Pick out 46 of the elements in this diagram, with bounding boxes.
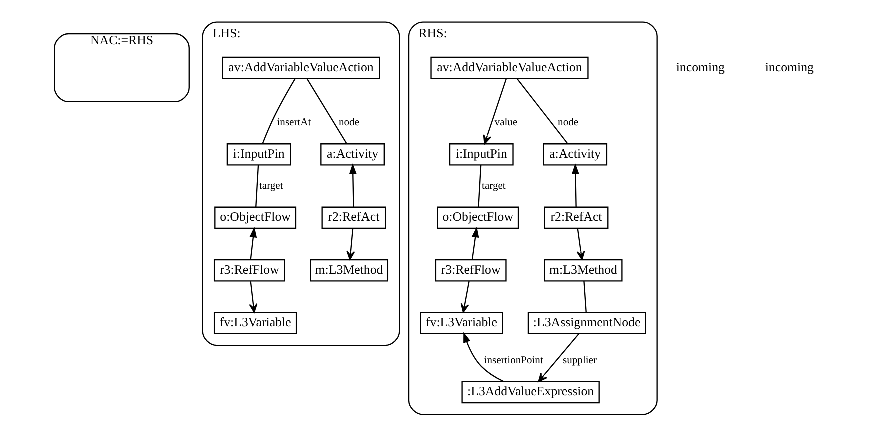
arrow [460, 281, 470, 314]
arrow [464, 332, 504, 382]
connector [306, 78, 348, 144]
arrow [250, 227, 258, 260]
node-box: i:InputPin [449, 144, 514, 166]
node-box: r3:RefFlow [214, 260, 286, 282]
node-box: av:AddVariableValueAction [222, 56, 380, 80]
arrow [572, 164, 580, 208]
node-box: a:Activity [543, 144, 608, 166]
label: incoming [676, 60, 725, 74]
label: incoming [765, 60, 814, 74]
edge-label: target [482, 180, 506, 192]
edge-label: node [558, 118, 579, 129]
node-box: NAC:=RHS [54, 33, 190, 103]
node-box: m:L3Method [544, 260, 623, 282]
edge-label: supplier [563, 355, 597, 366]
edge-label: node [339, 118, 360, 129]
arrow [349, 164, 357, 208]
connector [256, 165, 260, 208]
arrow [472, 227, 480, 260]
arrow [538, 334, 580, 382]
node-box: o:ObjectFlow [214, 206, 297, 230]
node-box: o:ObjectFlow [437, 206, 520, 230]
edge-label: target [259, 180, 284, 192]
connector [516, 78, 568, 144]
arrow [483, 78, 508, 145]
node-box: :L3AddValueExpression [462, 381, 600, 404]
connector [584, 281, 587, 313]
arrow [346, 228, 356, 260]
edge-label: insertionPoint [484, 355, 544, 366]
node-box: r2:RefAct [544, 206, 609, 230]
arrow [249, 281, 258, 314]
node-box: m:L3Method [310, 260, 388, 282]
edge-label: insertAt [277, 118, 312, 129]
node-box: r2:RefAct [322, 206, 386, 230]
node-box: fv:L3Variable [214, 312, 298, 334]
connector [262, 78, 296, 144]
node-box: fv:L3Variable [420, 312, 504, 334]
arrow [576, 228, 586, 260]
node-box: :L3AssignmentNode [528, 312, 646, 334]
node-box: r3:RefFlow [435, 260, 507, 282]
connector [478, 165, 482, 208]
node-box: av:AddVariableValueAction [430, 56, 589, 80]
node-box: a:Activity [320, 144, 385, 166]
node-box: i:InputPin [226, 144, 292, 166]
edge-label: value [494, 118, 518, 129]
